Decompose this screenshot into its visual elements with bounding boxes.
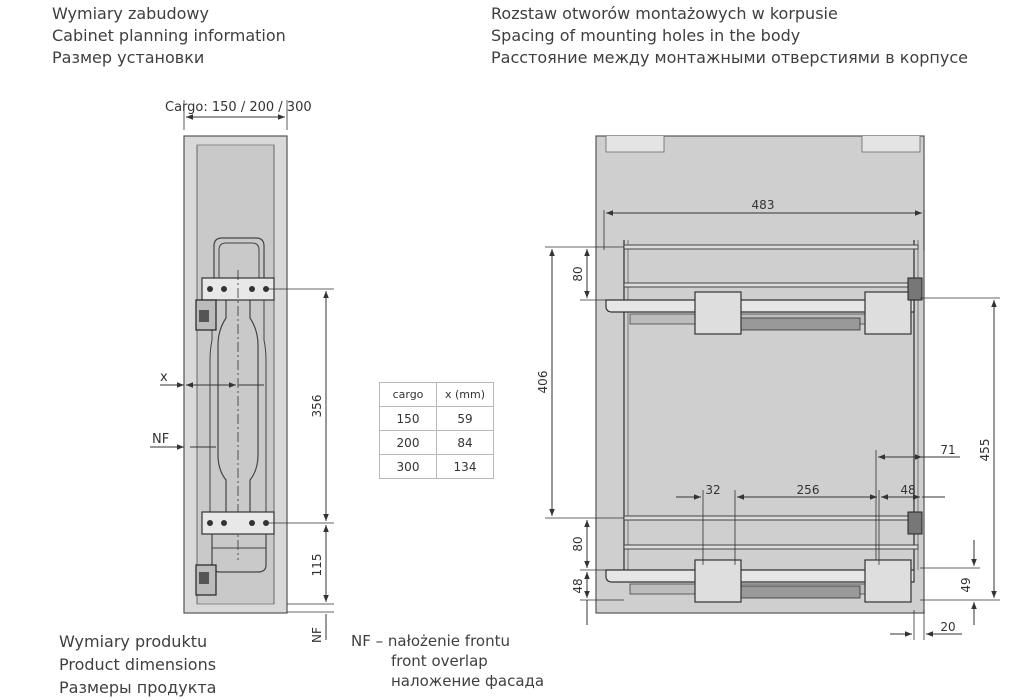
front-view-drawing: [150, 100, 334, 640]
dimension-256: 256: [797, 483, 820, 497]
dimension-80-top: 80: [571, 266, 585, 281]
header-line-pl: Wymiary zabudowy: [52, 4, 209, 23]
nf-legend-line-pl: NF – nałożenie frontu: [351, 632, 510, 650]
dimension-356: 356: [310, 395, 324, 418]
header-line-pl: Rozstaw otworów montażowych w korpusie: [491, 4, 838, 23]
nf-bottom-label: NF: [310, 627, 324, 643]
column-header-x: x (mm): [436, 382, 494, 407]
table-cell: 150: [379, 406, 437, 431]
dimension-48-left: 48: [571, 578, 585, 593]
product-dimensions-caption: Wymiary produktu Product dimensions Разм…: [59, 630, 216, 699]
dimension-20: 20: [940, 620, 955, 634]
column-header-cargo: cargo: [379, 382, 437, 407]
side-view-drawing: [545, 135, 1000, 640]
nf-left-label: NF: [152, 432, 169, 447]
cabinet-planning-header: Wymiary zabudowy Cabinet planning inform…: [52, 3, 286, 69]
nf-legend-line-ru: наложение фасада: [391, 672, 545, 690]
table-row: 300 134: [379, 454, 494, 479]
dimension-71: 71: [940, 443, 955, 457]
caption-line-ru: Размеры продукта: [59, 678, 217, 697]
dimension-32: 32: [705, 483, 720, 497]
caption-line-pl: Wymiary produktu: [59, 632, 208, 651]
dimension-483: 483: [752, 198, 775, 212]
table-header-row: cargo x (mm): [379, 382, 494, 407]
nf-legend-line-en: front overlap: [391, 652, 488, 670]
dimension-80-bottom: 80: [571, 536, 585, 551]
table-row: 200 84: [379, 430, 494, 455]
table-row: 150 59: [379, 406, 494, 431]
caption-line-en: Product dimensions: [59, 655, 217, 674]
mounting-holes-header: Rozstaw otworów montażowych w korpusie S…: [491, 3, 968, 69]
dimension-48-right: 48: [900, 483, 915, 497]
dimension-115: 115: [310, 554, 324, 577]
dimension-455: 455: [978, 439, 992, 462]
dimension-406: 406: [536, 371, 550, 394]
header-line-en: Spacing of mounting holes in the body: [491, 26, 801, 45]
table-cell: 300: [379, 454, 437, 479]
dimension-49: 49: [959, 577, 973, 592]
header-line-ru: Расстояние между монтажными отверстиями …: [491, 48, 968, 67]
header-line-ru: Размер установки: [52, 48, 205, 67]
table-cell: 134: [436, 454, 494, 479]
cargo-width-label: Cargo: 150 / 200 / 300: [165, 100, 312, 115]
cargo-x-table: cargo x (mm) 150 59 200 84 300 134: [379, 382, 494, 479]
header-line-en: Cabinet planning information: [52, 26, 286, 45]
x-dimension-label: x: [160, 370, 168, 385]
table-cell: 59: [436, 406, 494, 431]
nf-legend: NF – nałożenie frontu front overlap нало…: [351, 631, 544, 691]
table-cell: 200: [379, 430, 437, 455]
table-cell: 84: [436, 430, 494, 455]
